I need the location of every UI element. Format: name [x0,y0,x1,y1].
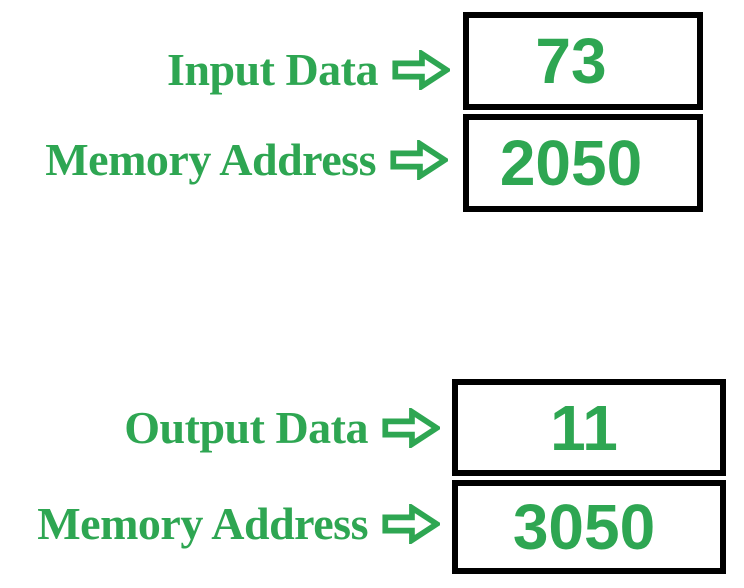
output-data-box: 11 [452,379,726,476]
right-arrow-icon [382,504,440,544]
input-data-label: Input Data [166,44,379,95]
output-data-label: Output Data [124,402,368,453]
output-memory-address-row: Memory Address [0,494,440,554]
output-data-row: Output Data [0,398,440,458]
output-box-stack: 11 3050 [452,379,726,574]
input-memory-address-row: Memory Address [0,130,448,190]
input-data-box: 73 [463,12,703,110]
output-memory-address-value: 3050 [512,491,656,563]
input-box-stack: 73 2050 [463,12,703,212]
output-data-value: 11 [550,391,618,464]
output-memory-address-label: Memory Address [37,498,368,549]
input-memory-address-label: Memory Address [45,134,376,185]
right-arrow-icon [392,50,450,90]
output-memory-address-box: 3050 [452,480,726,574]
right-arrow-icon [390,140,448,180]
right-arrow-icon [382,408,440,448]
input-data-value: 73 [535,25,607,97]
input-memory-address-value: 2050 [499,127,643,199]
input-memory-address-box: 2050 [463,114,703,212]
input-data-row: Input Data [0,40,450,100]
